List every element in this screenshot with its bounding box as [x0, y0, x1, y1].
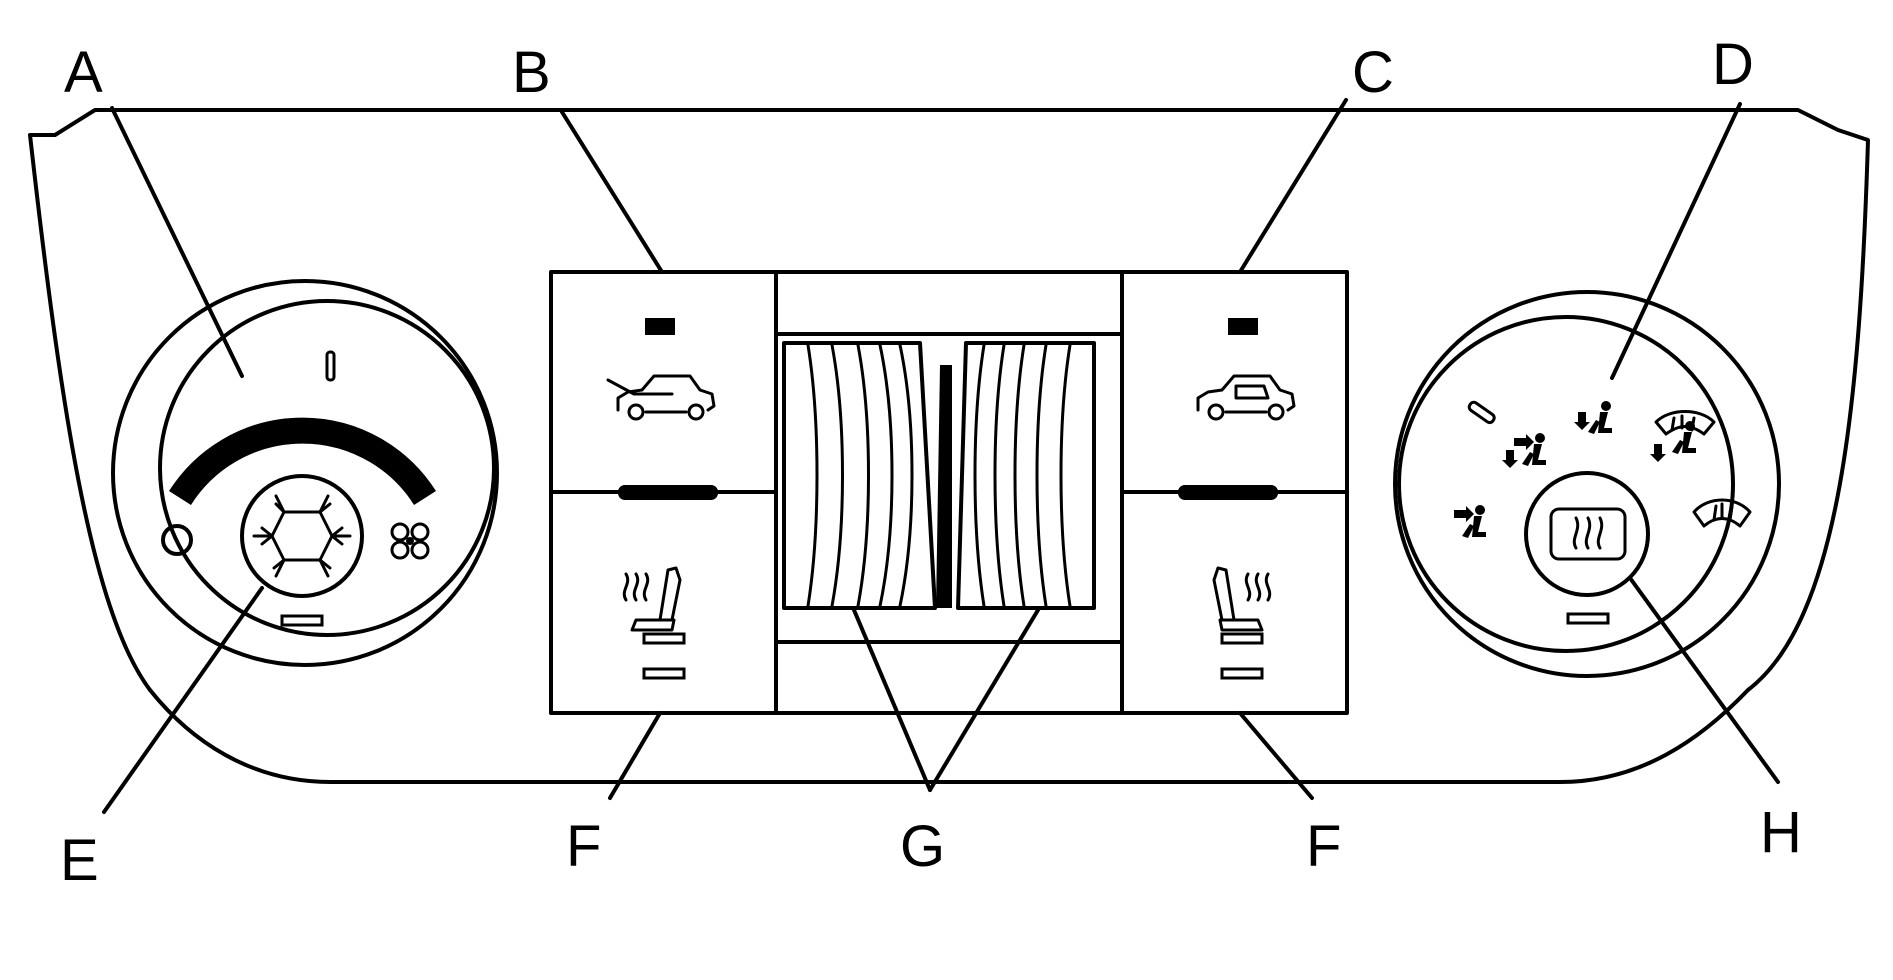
outside-air-icon: [1196, 374, 1296, 421]
leader-lines: [102, 98, 1780, 814]
recirculation-button[interactable]: [606, 318, 716, 421]
callout-f-right: F: [1306, 814, 1341, 879]
floor-mode-icon: [1574, 401, 1612, 434]
ac-indicator: [280, 614, 324, 627]
fan-icon: [390, 522, 430, 560]
heated-seat-icon: [1212, 566, 1272, 632]
fan-knob-outer-ring: [111, 279, 499, 667]
callout-d: D: [1712, 32, 1754, 97]
circle-off-icon: [161, 524, 193, 556]
callout-h: H: [1760, 800, 1802, 865]
right-seat-indicator-2: [1220, 667, 1264, 680]
fan-speed-knob[interactable]: [111, 279, 499, 667]
callout-c: C: [1352, 40, 1394, 105]
fan-speed-arc: [169, 417, 436, 506]
callout-b: B: [512, 40, 551, 105]
left-divider-bar: [618, 485, 718, 500]
right-heated-seat-button[interactable]: [1212, 566, 1272, 680]
leader-h: [1628, 576, 1780, 784]
outside-air-button[interactable]: [1196, 318, 1296, 421]
callout-f-left: F: [566, 814, 601, 879]
callout-g: G: [900, 814, 945, 879]
outside-air-indicator: [1228, 318, 1258, 335]
passenger-temp-wheel[interactable]: [956, 341, 1096, 610]
leader-g-right: [928, 608, 1040, 792]
leader-b: [560, 110, 664, 274]
mode-knob-inner-ring: [1397, 315, 1735, 653]
recirc-indicator: [645, 318, 675, 335]
left-seat-indicator-2: [642, 667, 686, 680]
air-delivery-mode-knob[interactable]: [1393, 290, 1781, 678]
rear-defog-button[interactable]: [1524, 471, 1650, 625]
bilevel-mode-icon: [1502, 433, 1546, 468]
temp-pointer: [936, 365, 952, 608]
fan-knob-pointer: [325, 350, 336, 382]
leader-e: [102, 586, 264, 814]
left-seat-indicator-1: [642, 632, 686, 645]
driver-temp-wheel[interactable]: [782, 341, 937, 610]
fan-knob-inner-ring: [158, 299, 496, 637]
vent-mode-icon: [1454, 505, 1486, 538]
left-heated-seat-button[interactable]: [622, 566, 686, 680]
leader-g-left: [852, 608, 932, 792]
rear-defog-icon: [1549, 507, 1627, 561]
right-seat-indicator-1: [1220, 632, 1264, 645]
right-divider-bar: [1178, 485, 1278, 500]
leader-f-left: [608, 711, 662, 800]
leader-a: [110, 106, 244, 378]
callout-a: A: [64, 40, 103, 105]
rear-defog-indicator: [1566, 612, 1610, 625]
mode-knob-pointer: [1467, 400, 1496, 425]
temperature-wheels[interactable]: [774, 270, 1124, 715]
defog-mode-icon: [1650, 410, 1716, 462]
leader-d: [1610, 102, 1742, 380]
heated-seat-icon: [622, 566, 682, 632]
defrost-mode-icon: [1692, 498, 1752, 528]
callout-e: E: [60, 828, 99, 893]
ac-button[interactable]: [240, 474, 364, 627]
recirculation-icon: [606, 374, 716, 421]
leader-c: [1238, 98, 1348, 274]
bezel-outline: [28, 108, 1870, 784]
leader-f-right: [1238, 711, 1314, 800]
mode-knob-outer-ring: [1393, 290, 1781, 678]
snowflake-icon: [252, 494, 352, 578]
